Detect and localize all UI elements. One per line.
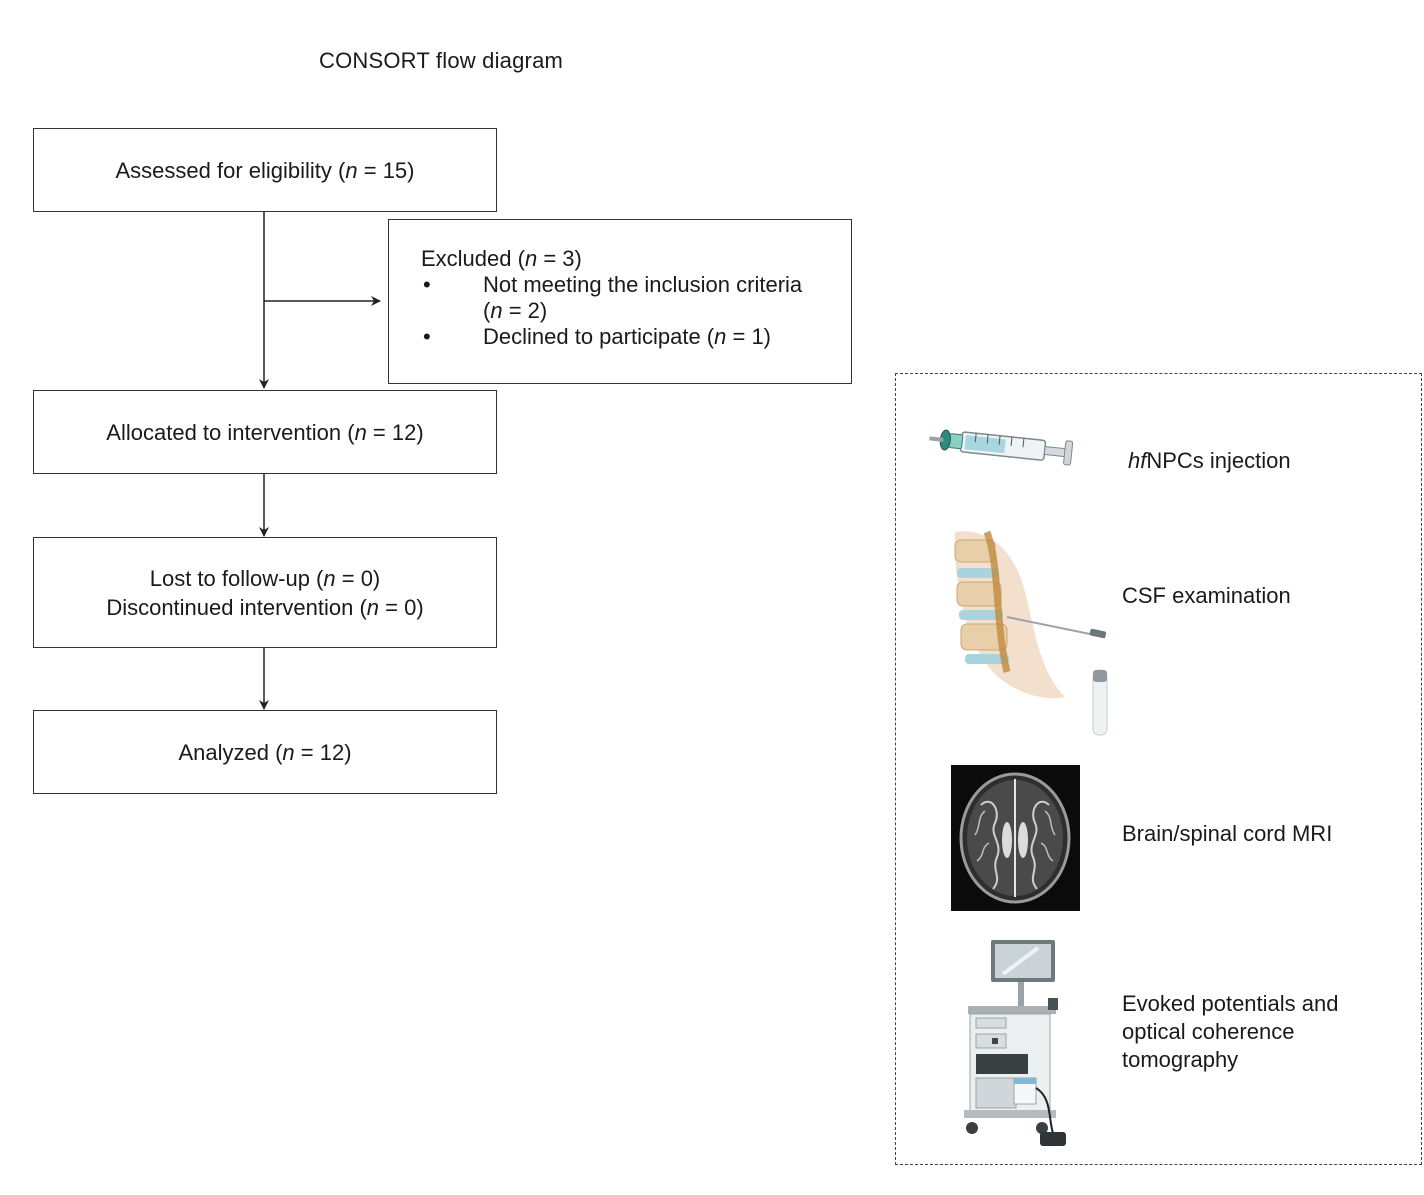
assessed-box: Assessed for eligibility (n = 15)	[33, 128, 497, 212]
analyzed-label: Analyzed (n = 12)	[178, 739, 352, 765]
procedures-legend	[895, 373, 1422, 1165]
excluded-box: Excluded (n = 3) • Not meeting the inclu…	[388, 219, 852, 384]
legend-evoked-label: Evoked potentials and optical coherence …	[1122, 991, 1339, 1072]
medical-cart-monitor-icon	[964, 940, 1066, 1146]
excluded-item-criteria: • Not meeting the inclusion criteria (n …	[423, 272, 803, 323]
excluded-heading: Excluded (n = 3)	[421, 246, 582, 271]
spine-lumbar-puncture-icon	[954, 530, 1108, 736]
lost-label: Lost to follow-up (n = 0)	[149, 565, 381, 591]
legend-injection-label: hfNPCs injection	[1128, 448, 1291, 473]
discontinued-label: Discontinued intervention (n = 0)	[106, 594, 424, 620]
allocated-box: Allocated to intervention (n = 12)	[33, 390, 497, 474]
brain-mri-icon	[951, 765, 1080, 911]
legend-csf-label: CSF examination	[1122, 583, 1291, 608]
syringe-icon	[929, 429, 1074, 466]
assessed-label: Assessed for eligibility (n = 15)	[115, 157, 415, 183]
allocated-label: Allocated to intervention (n = 12)	[106, 419, 424, 445]
diagram-title: CONSORT flow diagram	[319, 48, 564, 73]
analyzed-box: Analyzed (n = 12)	[33, 710, 497, 794]
followup-box: Lost to follow-up (n = 0) Discontinued i…	[33, 537, 497, 648]
legend-mri-label: Brain/spinal cord MRI	[1122, 821, 1333, 846]
excluded-item-declined: • Declined to participate (n = 1)	[423, 324, 772, 349]
